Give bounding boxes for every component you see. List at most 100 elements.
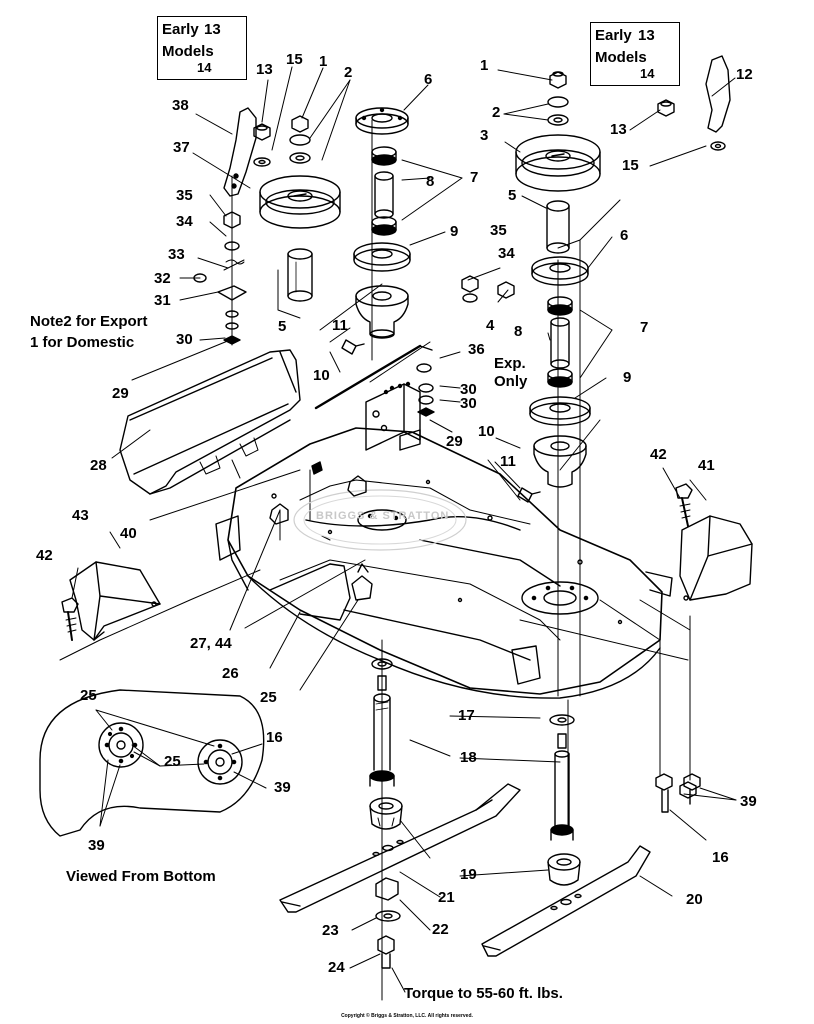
callout-36: 36 (468, 341, 485, 358)
callout-19: 19 (460, 866, 477, 883)
callout-16-inset: 16 (266, 729, 283, 746)
grease-fitting-11-right (517, 487, 541, 503)
callout-41: 41 (698, 457, 715, 474)
callout-37: 37 (173, 139, 190, 156)
callout-25-inset-mid: 25 (164, 753, 181, 770)
center-bearing-lower (371, 216, 397, 236)
bolt-24 (377, 935, 395, 969)
right-housing-lower (533, 435, 587, 488)
right-pulley-3 (515, 134, 601, 192)
callout-25-inset-top: 25 (80, 687, 97, 704)
callout-11-right: 11 (500, 453, 516, 470)
shield-43 (69, 561, 161, 641)
callout-13: 13 (256, 61, 273, 78)
box-left-14: 14 (197, 60, 212, 75)
callout-17: 17 (458, 707, 475, 724)
callout-35: 35 (176, 187, 193, 204)
callout-34-right: 34 (498, 245, 515, 262)
callout-39: 39 (740, 793, 757, 810)
box-right-14: 14 (640, 66, 655, 81)
callout-5: 5 (278, 318, 287, 335)
washer-17-left (371, 658, 393, 670)
callout-11: 11 (332, 317, 348, 334)
callout-28: 28 (90, 457, 107, 474)
washer-17-right (549, 714, 575, 726)
callout-20: 20 (686, 891, 703, 908)
box-left-models: Models (162, 43, 214, 60)
right-flange-9 (529, 396, 591, 426)
left-pulley-top-nut (289, 115, 311, 164)
center-flange-9 (353, 242, 411, 272)
callout-6-right: 6 (620, 227, 629, 244)
callout-33: 33 (168, 246, 185, 263)
callout-4: 4 (486, 317, 495, 334)
blade-20 (481, 845, 651, 957)
callout-8: 8 (426, 173, 435, 190)
rod-10 (314, 344, 433, 410)
callout-40: 40 (120, 525, 137, 542)
bolt-42-right (675, 483, 693, 527)
note-exp-line2: Only (494, 373, 528, 390)
caption-viewed-from-bottom: Viewed From Bottom (66, 868, 216, 885)
left-idler-bracket (223, 107, 257, 197)
left-spacer-5 (287, 248, 313, 302)
bolt-42-left (61, 597, 79, 641)
callout-38: 38 (172, 97, 189, 114)
idler-arm-hardware (193, 211, 247, 345)
right-spacer-8 (550, 317, 570, 369)
early-models-box-left (157, 16, 247, 80)
mower-deck-26 (215, 427, 673, 699)
callout-10-right: 10 (478, 423, 495, 440)
right-washers-2 (547, 96, 569, 126)
blade-21 (279, 783, 521, 913)
callout-30: 30 (176, 331, 193, 348)
right-spacer-5 (546, 200, 570, 254)
callout-2-right: 2 (492, 104, 501, 121)
callout-2: 2 (344, 64, 353, 81)
callout-15: 15 (286, 51, 303, 68)
callout-1: 1 (319, 53, 328, 70)
shaft-18-right (550, 733, 574, 841)
callout-25: 25 (260, 689, 277, 706)
shield-41 (679, 515, 753, 601)
callout-7-right: 7 (640, 319, 649, 336)
note-export: Note2 for Export (30, 313, 148, 330)
center-nuts-34-35 (461, 275, 515, 303)
box-right-13: 13 (638, 27, 655, 44)
callout-43: 43 (72, 507, 89, 524)
watermark-text: BRIGGS & STRATTON (316, 510, 450, 522)
note-domestic: 1 for Domestic (30, 334, 135, 351)
callout-31: 31 (154, 292, 171, 309)
hardware-30-29-right (416, 363, 435, 417)
callout-9-right: 9 (623, 369, 632, 386)
callout-35-right: 35 (490, 222, 507, 239)
callout-42-left: 42 (36, 547, 53, 564)
callout-42-right: 42 (650, 446, 667, 463)
center-spindle-bearing-housing (355, 107, 409, 135)
copyright-notice: Copyright © Briggs & Stratton, LLC. All … (341, 1013, 473, 1019)
note-exp-line1: Exp. (494, 355, 526, 372)
right-top-nut-1 (549, 71, 567, 89)
callout-10: 10 (313, 367, 330, 384)
right-bearing-upper (547, 296, 573, 316)
callout-26: 26 (222, 665, 239, 682)
callout-6: 6 (424, 71, 433, 88)
right-washer-15 (710, 141, 726, 151)
left-washer-15 (253, 157, 271, 167)
callout-8-right: 8 (514, 323, 523, 340)
right-bearing-lower (547, 368, 573, 388)
callout-9: 9 (450, 223, 459, 240)
right-idler-bracket-12 (705, 55, 731, 133)
blade-adapter-19-left (369, 797, 403, 830)
box-right-models: Models (595, 49, 647, 66)
washer-23 (375, 910, 401, 922)
right-lock-nut-13 (657, 99, 675, 117)
callout-1-right: 1 (480, 57, 489, 74)
box-right-early: Early (595, 27, 632, 44)
callout-30-right-b: 30 (460, 395, 477, 412)
leader-lines (59, 66, 737, 1001)
callout-27-44: 27, 44 (190, 635, 232, 652)
bolt-16-and-39 (655, 773, 701, 813)
